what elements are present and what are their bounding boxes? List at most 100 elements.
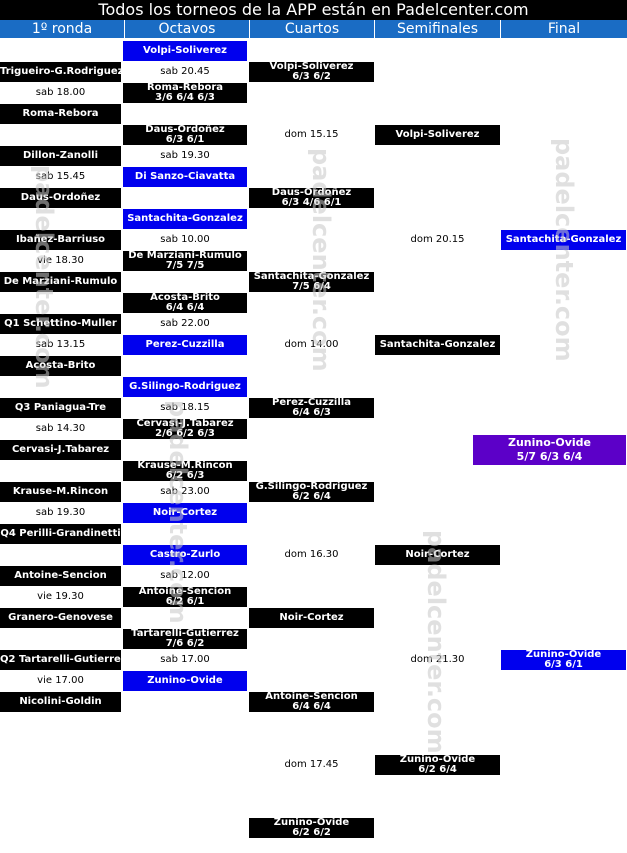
octavos-team[interactable]: Volpi-Soliverez bbox=[123, 41, 247, 61]
octavos-team[interactable]: Castro-Zurlo bbox=[123, 545, 247, 565]
round1-team[interactable]: Daus-Ordoñez bbox=[0, 188, 121, 208]
octavos-team-name: Noir-Cortez bbox=[152, 507, 218, 518]
octavos-date: sab 10.00 bbox=[160, 234, 210, 245]
round1-team-name: Antoine-Sencion bbox=[14, 570, 107, 581]
round1-team[interactable]: Trigueiro-G.Rodriguez bbox=[0, 62, 121, 82]
octavos-team-name: Daus-Ordoñez bbox=[145, 125, 225, 135]
cuartos-date: dom 16.30 bbox=[284, 549, 339, 560]
round1-team-name: Roma-Rebora bbox=[22, 108, 99, 119]
header-final: Final bbox=[500, 20, 627, 38]
round1-team-name: Trigueiro-G.Rodriguez bbox=[0, 66, 121, 77]
octavos-team-name: Antoine-Sencion bbox=[138, 587, 232, 597]
octavos-team-score: 2/6 6/2 6/3 bbox=[155, 428, 215, 439]
octavos-team-score: 6/2 6/3 bbox=[165, 470, 205, 481]
header-round1: 1º ronda bbox=[0, 20, 124, 38]
octavos-team-name: De Marziani-Rumulo bbox=[128, 251, 242, 261]
cuartos-team-name: Volpi-Soliverez bbox=[269, 62, 354, 72]
semis-team[interactable]: Santachita-Gonzalez bbox=[375, 335, 500, 355]
final-team[interactable]: Santachita-Gonzalez bbox=[501, 230, 626, 250]
octavos-team-score: 6/3 6/1 bbox=[165, 134, 205, 145]
octavos-team[interactable]: G.Silingo-Rodriguez bbox=[123, 377, 247, 397]
round1-team[interactable]: De Marziani-Rumulo bbox=[0, 272, 121, 292]
semis-team-name: Volpi-Soliverez bbox=[395, 129, 480, 140]
round1-date: sab 19.30 bbox=[35, 507, 86, 518]
round1-team-name: Q1 Schettino-Muller bbox=[4, 318, 117, 329]
round1-team[interactable]: Dillon-Zanolli bbox=[0, 146, 121, 166]
round1-team[interactable]: Krause-M.Rincon bbox=[0, 482, 121, 502]
round1-team-name: Q2 Tartarelli-Gutierrez bbox=[0, 654, 121, 665]
header-cuartos: Cuartos bbox=[249, 20, 374, 38]
octavos-date: sab 23.00 bbox=[160, 486, 210, 497]
octavos-date: sab 12.00 bbox=[160, 570, 210, 581]
champion-box[interactable]: Zunino-Ovide 5/7 6/3 6/4 bbox=[473, 435, 626, 465]
semis-date: dom 20.15 bbox=[410, 234, 465, 245]
round1-team[interactable]: Roma-Rebora bbox=[0, 104, 121, 124]
octavos-date: sab 22.00 bbox=[160, 318, 210, 329]
header-semifinales: Semifinales bbox=[374, 20, 500, 38]
round1-team[interactable]: Acosta-Brito bbox=[0, 356, 121, 376]
round1-team[interactable]: Granero-Genovese bbox=[0, 608, 121, 628]
round1-team[interactable]: Nicolini-Goldin bbox=[0, 692, 121, 712]
cuartos-team-name: Santachita-Gonzalez bbox=[253, 272, 370, 282]
round1-team[interactable]: Q2 Tartarelli-Gutierrez bbox=[0, 650, 121, 670]
round1-team[interactable]: Antoine-Sencion bbox=[0, 566, 121, 586]
octavos-team-name: Roma-Rebora bbox=[146, 83, 224, 93]
semis-team-name: Zunino-Ovide bbox=[399, 755, 476, 765]
cuartos-team-score: 6/3 6/2 bbox=[292, 71, 331, 82]
octavos-team-score: 6/2 6/1 bbox=[165, 596, 205, 607]
cuartos-team-name: Zunino-Ovide bbox=[273, 818, 350, 828]
round1-date: sab 14.30 bbox=[35, 423, 86, 434]
octavos-team[interactable]: Di Sanzo-Ciavatta bbox=[123, 167, 247, 187]
cuartos-team-score: 6/4 6/3 bbox=[292, 407, 331, 418]
round1-team-name: Dillon-Zanolli bbox=[23, 150, 98, 161]
header-octavos: Octavos bbox=[124, 20, 249, 38]
semis-team[interactable]: Volpi-Soliverez bbox=[375, 125, 500, 145]
octavos-team[interactable]: Perez-Cuzzilla bbox=[123, 335, 247, 355]
final-team-name: Santachita-Gonzalez bbox=[505, 234, 622, 245]
cuartos-date: dom 17.45 bbox=[284, 759, 339, 770]
octavos-date: sab 18.15 bbox=[160, 402, 210, 413]
octavos-team-name: Krause-M.Rincon bbox=[137, 461, 233, 471]
cuartos-team-name: G.Silingo-Rodriguez bbox=[255, 482, 368, 492]
octavos-team-name: G.Silingo-Rodriguez bbox=[129, 381, 241, 392]
round1-team[interactable]: Q1 Schettino-Muller bbox=[0, 314, 121, 334]
octavos-team[interactable]: Zunino-Ovide bbox=[123, 671, 247, 691]
octavos-team[interactable]: Santachita-Gonzalez bbox=[123, 209, 247, 229]
semis-team[interactable]: Noir-Cortez bbox=[375, 545, 500, 565]
octavos-team[interactable]: Noir-Cortez bbox=[123, 503, 247, 523]
cuartos-team-score: 6/3 4/6 6/1 bbox=[281, 197, 342, 208]
round1-team[interactable]: Cervasi-J.Tabarez bbox=[0, 440, 121, 460]
octavos-team-score: 7/5 7/5 bbox=[165, 260, 205, 271]
round1-team-name: Krause-M.Rincon bbox=[12, 486, 109, 497]
round1-team[interactable]: Q3 Paniagua-Tre bbox=[0, 398, 121, 418]
cuartos-team-score: 6/2 6/2 bbox=[292, 827, 331, 838]
round1-date: sab 13.15 bbox=[35, 339, 86, 350]
octavos-date: sab 20.45 bbox=[160, 66, 210, 77]
octavos-date: sab 19.30 bbox=[160, 150, 210, 161]
cuartos-team-score: 6/4 6/4 bbox=[292, 701, 331, 712]
page-title: Todos los torneos de la APP están en Pad… bbox=[0, 0, 627, 20]
cuartos-team[interactable]: Noir-Cortez bbox=[249, 608, 374, 628]
round1-team[interactable]: Q4 Perilli-Grandinetti bbox=[0, 524, 121, 544]
champion-score: 5/7 6/3 6/4 bbox=[516, 450, 583, 463]
round1-team-name: De Marziani-Rumulo bbox=[3, 276, 118, 287]
round1-team[interactable]: Ibañez-Barriuso bbox=[0, 230, 121, 250]
